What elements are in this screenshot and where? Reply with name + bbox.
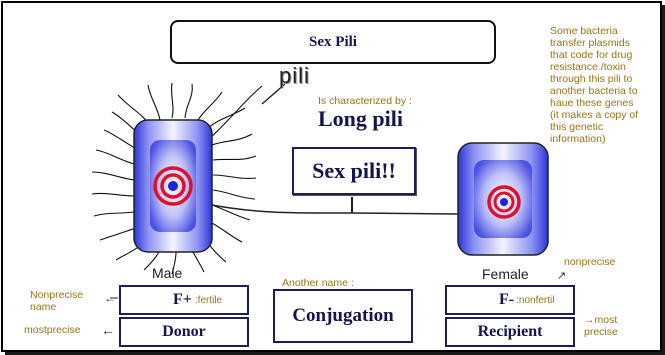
donor-box: Donor [119,317,249,347]
left-mostprecise-note: mostprecise [24,324,81,336]
female-label: Female [482,266,529,282]
f-plus-text: F+ [173,291,192,309]
donor-text: Donor [162,323,206,341]
another-name-label: Another name : [282,277,354,289]
side-note: Some bacteria transfer plasmids that cod… [550,25,640,145]
f-minus-box: F- :nonfertil [445,285,575,315]
sex-pili-box: Sex pili!! [292,147,416,195]
f-minus-text: F- [499,291,514,309]
right-nonprecise-note: nonprecise [564,256,615,268]
fertile-note: :fertile [195,295,222,306]
title-box: Sex Pili [170,20,496,64]
nonfertile-note: :nonfertil [516,295,554,306]
f-plus-box: F+ :fertile [119,285,249,315]
sex-pilus-bridge [212,205,458,214]
left-arrow-2: ← [101,322,115,338]
long-pili-label: Long pili [318,106,403,132]
recipient-text: Recipient [478,323,543,341]
recipient-box: Recipient [445,317,575,347]
conjugation-text: Conjugation [292,305,393,327]
conjugation-box: Conjugation [273,289,413,343]
left-nonprecise-note: Nonprecise name [30,289,83,313]
page-title: Sex Pili [309,34,357,51]
left-arrow-1: ← [104,291,116,305]
pili-label: pili [279,63,310,89]
right-arrow: ↗ [557,269,566,282]
male-plasmid [155,168,191,204]
male-label: Male [152,265,182,281]
sex-pili-box-text: Sex pili!! [312,158,396,184]
right-mostprecise-note: →most precise [584,314,618,338]
female-plasmid [489,187,519,217]
